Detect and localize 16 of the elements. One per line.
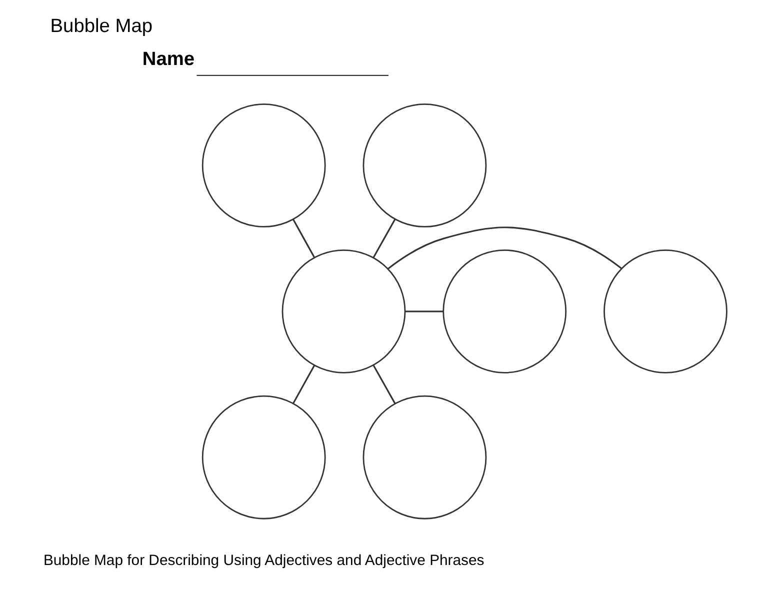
node-circle <box>281 249 406 374</box>
node-circle <box>442 249 566 374</box>
node-circle <box>603 249 727 374</box>
connector <box>292 364 315 404</box>
caption: Bubble Map for Describing Using Adjectives and Adjective Phrases <box>42 553 484 570</box>
connector <box>372 364 396 404</box>
node-circle <box>362 395 486 520</box>
diagram-title: Bubble Map <box>50 16 152 38</box>
node-circle <box>201 395 326 520</box>
label: Name <box>142 49 194 70</box>
node-circle <box>362 104 486 228</box>
connector <box>386 226 622 270</box>
connector <box>292 218 314 258</box>
connector <box>404 310 443 312</box>
node-circle <box>201 104 326 228</box>
connector <box>372 218 396 258</box>
